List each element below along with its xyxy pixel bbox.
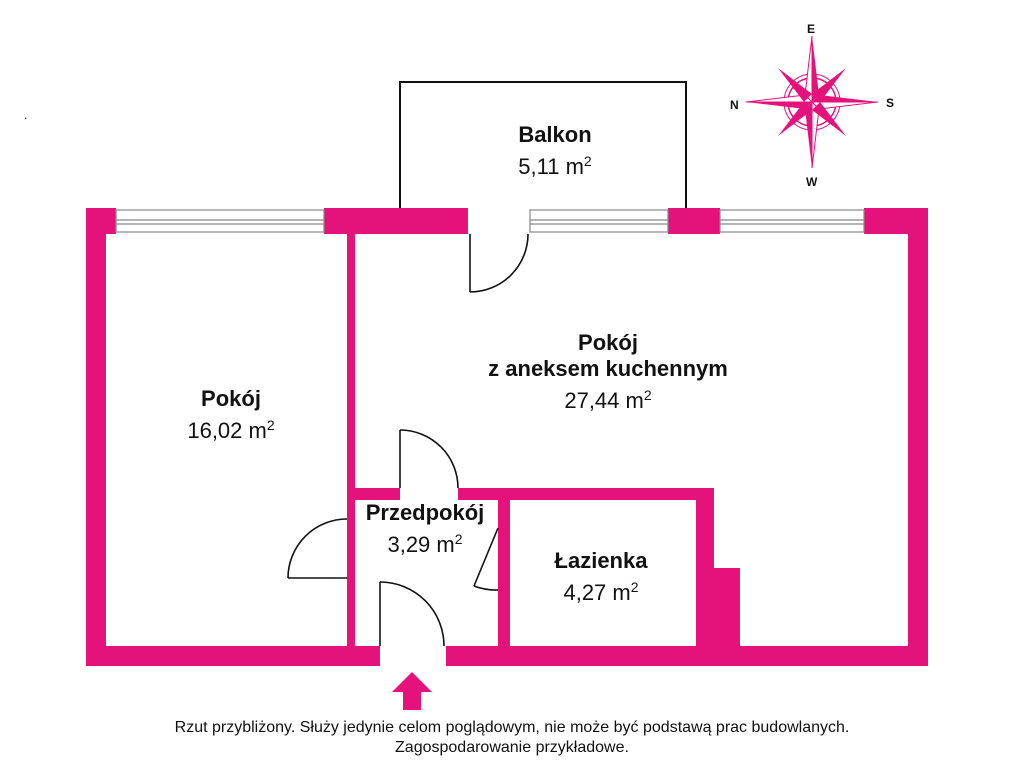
- room-area: 16,02 m2: [187, 417, 275, 443]
- compass-label-west: W: [806, 175, 818, 189]
- room-area: 3,29 m2: [387, 531, 463, 557]
- windows: [115, 209, 865, 233]
- disclaimer: Rzut przybliżony. Służy jedynie celom po…: [0, 718, 1024, 758]
- compass-rose-icon: [745, 35, 879, 169]
- entrance-arrow-icon: [392, 672, 432, 710]
- room-name: Przedpokój: [365, 500, 485, 525]
- room-label-pokoj-left: Pokój 16,02 m2: [131, 386, 331, 444]
- compass-label-east: E: [807, 22, 816, 36]
- room-label-przedpokoj: Przedpokój 3,29 m2: [345, 500, 505, 558]
- interior-walls: [355, 488, 740, 646]
- compass-label-south: S: [886, 96, 895, 110]
- room-label-lazienka: Łazienka 4,27 m2: [521, 548, 681, 606]
- room-area: 4,27 m2: [563, 579, 639, 605]
- room-name-line1: Pokój: [578, 330, 638, 355]
- compass-label-north: N: [730, 98, 739, 112]
- room-name: Łazienka: [554, 548, 648, 573]
- stray-mark: .: [24, 108, 28, 122]
- room-label-balkon: Balkon 5,11 m2: [455, 122, 655, 180]
- room-area: 27,44 m2: [564, 387, 652, 413]
- room-name: Pokój: [201, 386, 261, 411]
- doors: [287, 233, 529, 647]
- outer-walls: [86, 208, 928, 666]
- disclaimer-line-2: Zagospodarowanie przykładowe.: [395, 739, 629, 756]
- room-name-line2: z aneksem kuchennym: [488, 356, 728, 381]
- balcony-outline: [399, 81, 687, 208]
- room-name: Balkon: [518, 122, 592, 147]
- room-label-pokoj-kitchen: Pokój z aneksem kuchennym 27,44 m2: [458, 330, 758, 414]
- room-area: 5,11 m2: [518, 153, 592, 179]
- disclaimer-line-1: Rzut przybliżony. Służy jedynie celom po…: [174, 719, 850, 736]
